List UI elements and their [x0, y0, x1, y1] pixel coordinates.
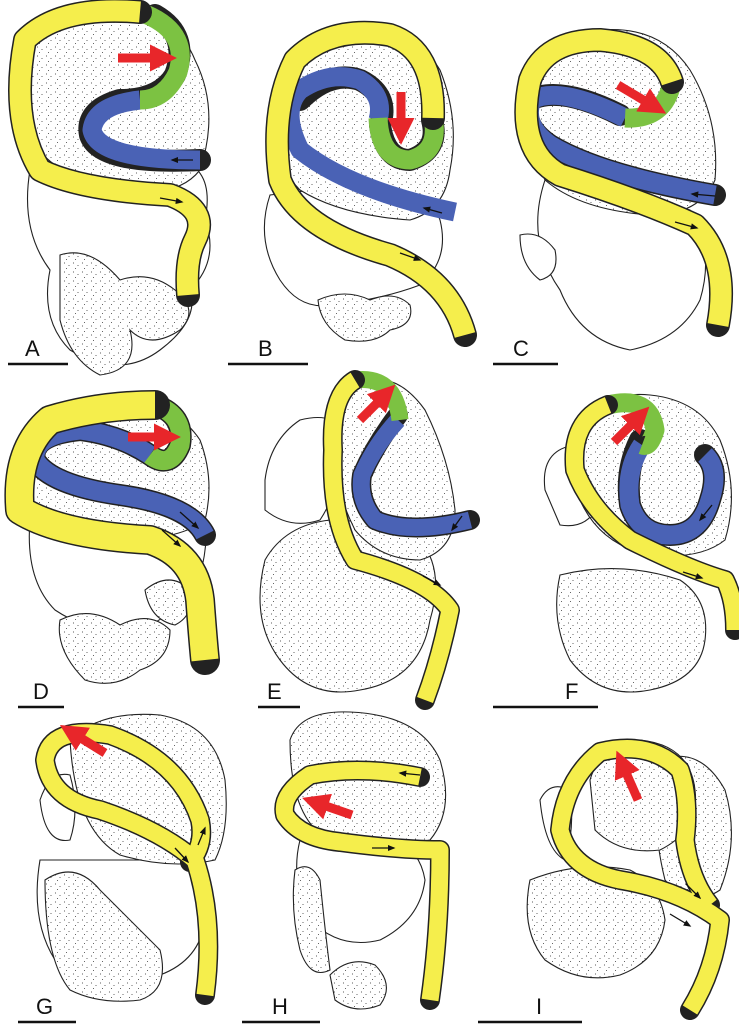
panel-g: G — [18, 714, 226, 1022]
panel-d: D — [18, 400, 209, 708]
panel-e: E — [258, 379, 470, 707]
organ-distal-lobe — [59, 614, 170, 684]
organ-distal-lobe — [330, 962, 386, 1009]
organ-lower-lobe — [557, 569, 706, 692]
panel-label: F — [565, 679, 578, 704]
panel-label: H — [272, 994, 288, 1019]
panel-f: F — [493, 394, 735, 707]
panel-label: G — [36, 994, 53, 1019]
panel-label: I — [536, 994, 542, 1019]
panel-label: A — [25, 336, 40, 361]
flow-arrow — [670, 914, 690, 926]
panel-label: B — [258, 336, 273, 361]
panel-label: D — [33, 679, 49, 704]
panel-h: H — [242, 712, 446, 1022]
panel-label: E — [267, 679, 282, 704]
panel-c: C — [493, 30, 721, 365]
organ-distal-lobe — [318, 294, 411, 341]
panel-a: A — [8, 9, 210, 375]
panel-i: I — [478, 740, 731, 1022]
panel-label: C — [513, 336, 529, 361]
panel-b: B — [228, 28, 465, 364]
